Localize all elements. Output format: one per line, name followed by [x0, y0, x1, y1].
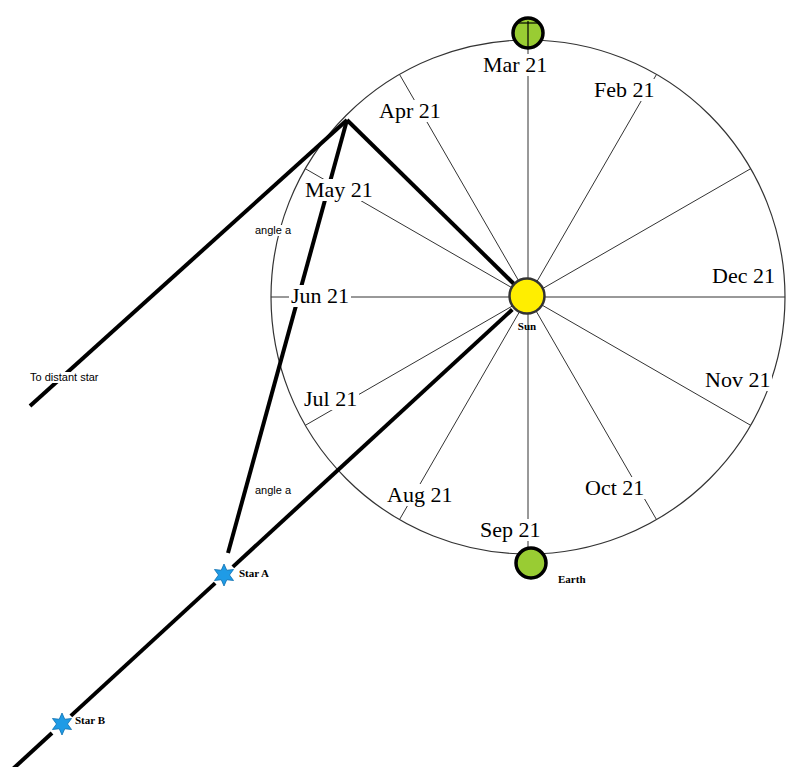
sun-star-shape	[508, 277, 546, 315]
sight-line	[233, 310, 512, 567]
month-label: Oct 21	[583, 477, 646, 499]
month-label: May 21	[303, 179, 375, 201]
month-label: Sep 21	[478, 519, 543, 541]
star-marker-shape	[213, 564, 235, 586]
month-label: Mar 21	[481, 54, 549, 76]
angle-label: angle a	[253, 225, 293, 236]
earth-planet: Earth	[514, 546, 548, 580]
earth-planet-shape	[511, 16, 545, 50]
orbit-circle	[271, 40, 785, 554]
sight-line	[71, 583, 215, 716]
sight-lines	[0, 120, 514, 767]
star-marker: Star B	[51, 713, 73, 735]
node-label: Earth	[558, 574, 586, 585]
angle-label: angle a	[253, 485, 293, 496]
direction-note: To distant star	[28, 372, 100, 383]
month-label: Jul 21	[302, 388, 359, 410]
earth-planet-shape	[514, 546, 548, 580]
node-label: Star A	[239, 568, 269, 579]
star-marker: Star A	[213, 564, 235, 586]
month-label: Feb 21	[592, 79, 657, 101]
star-marker-shape	[51, 713, 73, 735]
month-label: Aug 21	[385, 484, 454, 506]
month-label: Apr 21	[377, 100, 443, 122]
month-label: Nov 21	[703, 369, 772, 391]
month-label: Dec 21	[710, 265, 777, 287]
node-label: Sun	[518, 321, 536, 332]
node-label: Star B	[75, 715, 105, 726]
earth-planet: Earth	[511, 16, 545, 50]
sun-star: Sun	[508, 277, 546, 315]
month-label: Jun 21	[289, 285, 351, 307]
month-spokes	[271, 40, 785, 554]
